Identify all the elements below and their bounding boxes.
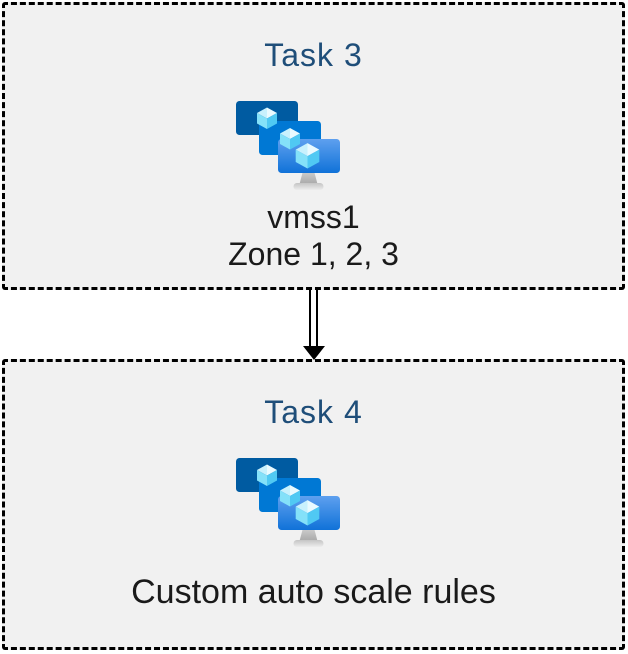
task3-box: Task 3 vmss1 Zone 1, 2, 3 [2, 2, 625, 290]
autoscale-rules-label: Custom auto scale rules [131, 573, 496, 611]
vmss-icon [236, 458, 340, 550]
task4-title: Task 4 [264, 394, 363, 430]
vmss-icon [236, 101, 340, 193]
task3-content: Task 3 vmss1 Zone 1, 2, 3 [5, 5, 622, 287]
arrow-shaft [309, 290, 318, 346]
vmss-name-label: vmss1 [267, 199, 360, 235]
task4-box: Task 4 Custom auto scale rules [2, 359, 625, 650]
zones-label: Zone 1, 2, 3 [228, 236, 399, 272]
task3-to-task4-connector [2, 290, 625, 360]
task3-title: Task 3 [264, 37, 363, 73]
task4-content: Task 4 Custom auto scale rules [5, 362, 622, 647]
arrow-down-icon [302, 346, 325, 360]
